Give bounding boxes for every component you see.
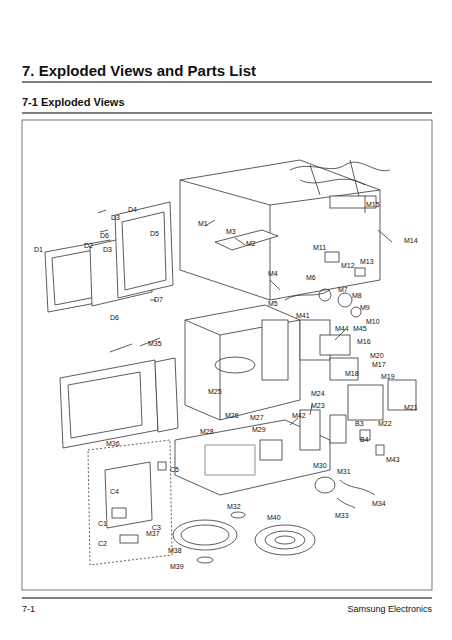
callout-number: M4	[268, 270, 278, 278]
page-title: 7. Exploded Views and Parts List	[22, 62, 256, 79]
callout-number: C1	[98, 520, 107, 528]
callout-number: M20	[370, 352, 384, 360]
callout-number: C2	[98, 540, 107, 548]
callout-number: M9	[360, 304, 370, 312]
callout-number: D3	[111, 214, 120, 222]
callout-number: M35	[148, 340, 162, 348]
callout-number: D7	[154, 296, 163, 304]
callout-number: M41	[296, 312, 310, 320]
callout-number: M40	[267, 514, 281, 522]
callout-number: M31	[337, 468, 351, 476]
callout-number: M34	[372, 500, 386, 508]
callout-number: M30	[313, 462, 327, 470]
callout-number: M5	[268, 300, 278, 308]
callout-number: M27	[250, 414, 264, 422]
callout-number: B3	[355, 420, 364, 428]
callout-number: M3	[226, 228, 236, 236]
callout-number: C5	[170, 466, 179, 474]
callout-number: B4	[360, 436, 369, 444]
callout-number: M33	[335, 512, 349, 520]
callout-number: M7	[338, 286, 348, 294]
callout-number: M37	[146, 530, 160, 538]
callout-number: M21	[404, 404, 418, 412]
callout-number: M1	[198, 220, 208, 228]
callout-number: M43	[386, 456, 400, 464]
callout-number: M24	[311, 390, 325, 398]
callout-number: M44	[335, 325, 349, 333]
callout-number: M10	[366, 318, 380, 326]
callout-number: M2	[246, 240, 256, 248]
callout-number: D2	[84, 242, 93, 250]
page-footer: 7-1	[22, 604, 35, 614]
callout-number: M23	[311, 402, 325, 410]
page-footer: Samsung Electronics	[347, 604, 432, 614]
callout-number: M6	[306, 274, 316, 282]
callout-number: M11	[313, 244, 326, 252]
callout-number: M36	[106, 440, 120, 448]
callout-number: M45	[353, 325, 367, 333]
callout-number: M28	[200, 428, 214, 436]
callout-number: M26	[225, 412, 239, 420]
callout-number: M32	[227, 503, 241, 511]
section-heading: 7-1 Exploded Views	[22, 96, 125, 108]
callout-number: D6	[110, 314, 119, 322]
callout-number: M42	[292, 412, 306, 420]
callout-number: M17	[372, 361, 386, 369]
callout-number: M25	[208, 388, 222, 396]
callout-number: M14	[404, 237, 418, 245]
callout-number: D1	[34, 246, 43, 254]
callout-number: M18	[345, 370, 359, 378]
callout-number: D5	[150, 230, 159, 238]
callout-number: C4	[110, 488, 119, 496]
callout-number: M8	[352, 292, 362, 300]
callout-number: M22	[378, 420, 392, 428]
callout-number: D6	[100, 232, 109, 240]
callout-number: M15	[366, 201, 380, 209]
callout-number: M29	[252, 426, 266, 434]
callout-number: M19	[381, 373, 395, 381]
callout-number: M12	[341, 262, 355, 270]
callout-number: M39	[170, 563, 184, 571]
callout-number: M13	[360, 258, 374, 266]
callout-number: D3	[103, 246, 112, 254]
callout-number: M16	[357, 338, 371, 346]
callout-number: M38	[168, 547, 182, 555]
callout-number: D4	[128, 206, 137, 214]
